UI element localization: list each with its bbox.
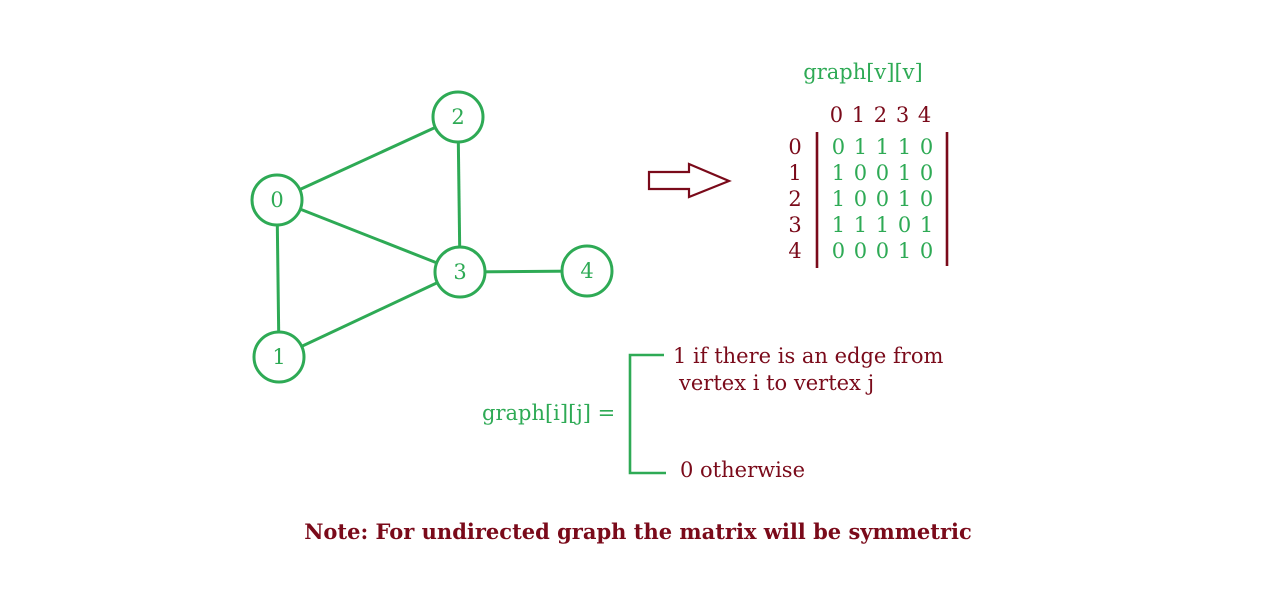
graph-node-2: 2 (431, 90, 485, 144)
matrix-row-label-3: 3 (788, 213, 801, 237)
graph-node-4: 4 (560, 244, 614, 298)
graph-node-0: 0 (250, 173, 304, 227)
definition-case1-line1: 1 if there is an edge from (673, 344, 943, 368)
matrix-row-values-3: 1 1 1 0 1 (832, 213, 935, 237)
matrix-row-label-4: 4 (788, 239, 801, 263)
graph-node-circle (252, 330, 306, 384)
matrix-row-label-0: 0 (788, 135, 801, 159)
matrix-row-label-1: 1 (788, 161, 801, 185)
graph-node-3: 3 (433, 245, 487, 299)
graph-node-circle (431, 90, 485, 144)
graph-node-label: 1 (272, 345, 285, 369)
matrix-row-values-2: 1 0 0 1 0 (832, 187, 935, 211)
note-text: Note: For undirected graph the matrix wi… (304, 519, 972, 544)
matrix-column-header: 0 1 2 3 4 (830, 103, 933, 127)
graph-edges (275, 115, 588, 359)
matrix-rows: 0 0 1 1 1 0 1 1 0 0 1 0 2 1 0 0 1 0 3 1 1 1 0 1… (788, 135, 935, 263)
graph-edge-0-2 (276, 115, 459, 202)
definition-case1-line2: vertex i to vertex j (678, 371, 874, 395)
graph-node-circle (433, 245, 487, 299)
matrix-title: graph[v][v] (803, 60, 922, 84)
matrix-row-values-4: 0 0 0 1 0 (832, 239, 935, 263)
graph-node-label: 4 (580, 259, 593, 283)
graph-edge-1-3 (278, 270, 461, 359)
right-arrow-icon (647, 162, 732, 199)
graph-edge-0-3 (276, 198, 461, 274)
graph-node-circle (250, 173, 304, 227)
graph-node-1: 1 (252, 330, 306, 384)
matrix-row-label-2: 2 (788, 187, 801, 211)
matrix-row-values-1: 1 0 0 1 0 (832, 161, 935, 185)
matrix-row-values-0: 0 1 1 1 0 (832, 135, 935, 159)
graph-nodes: 0 1 2 3 4 (250, 90, 614, 384)
graph-node-label: 3 (453, 260, 466, 284)
graph-node-circle (560, 244, 614, 298)
graph-node-label: 2 (451, 105, 464, 129)
definition-lhs: graph[i][j] = (482, 401, 615, 425)
graph-node-label: 0 (270, 188, 283, 212)
definition-case2: 0 otherwise (680, 458, 805, 482)
definition-bracket (628, 353, 666, 475)
